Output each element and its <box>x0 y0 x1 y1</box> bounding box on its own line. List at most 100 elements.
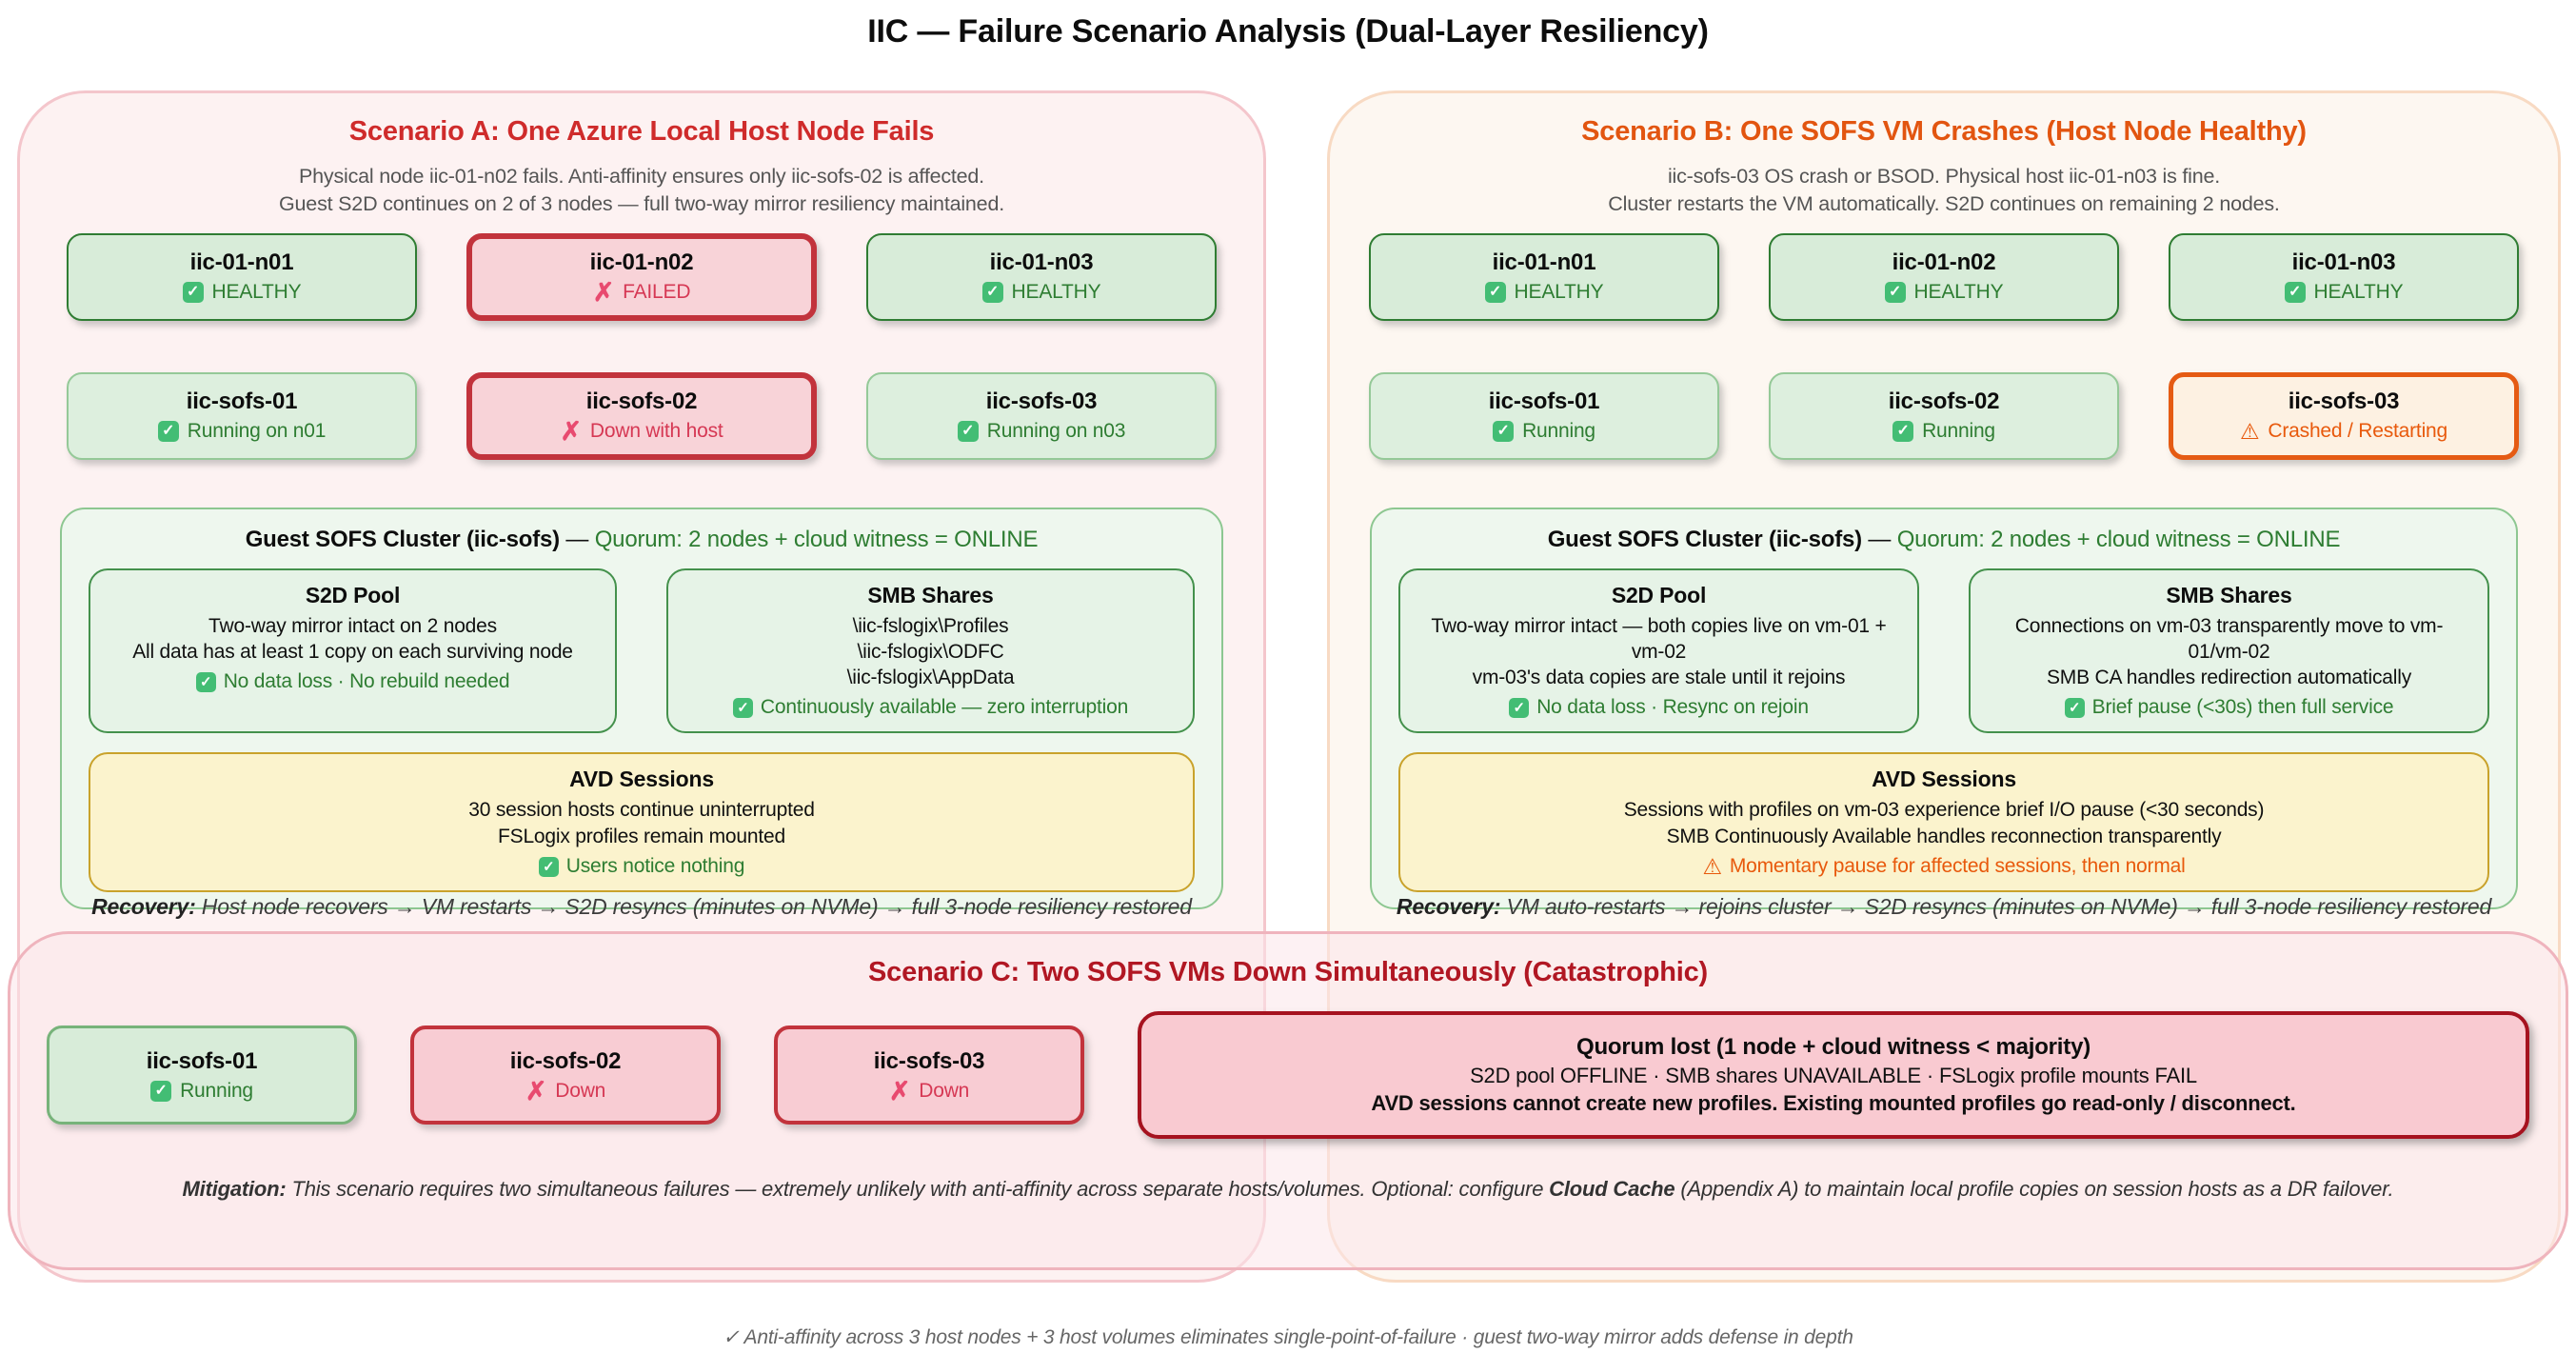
smb-status: ✓ Brief pause (<30s) then full service <box>1990 696 2468 719</box>
host-node-status: ✓ HEALTHY <box>182 281 302 304</box>
recovery-text: VM auto-restarts → rejoins cluster → S2D… <box>1506 894 2492 920</box>
s2d-status: ✓ No data loss · No rebuild needed <box>109 670 596 693</box>
status-text: Running <box>1922 420 1995 443</box>
check-icon: ✓ <box>157 421 179 443</box>
quorum-lost-title: Quorum lost (1 node + cloud witness < ma… <box>1575 1034 2091 1061</box>
scenario-a-container: Scenario A: One Azure Local Host Node Fa… <box>17 90 1266 1283</box>
check-icon: ✓ <box>732 697 753 718</box>
recovery-label: Recovery: <box>91 894 196 920</box>
status-text: FAILED <box>623 281 691 304</box>
check-icon: ✓ <box>182 282 204 304</box>
host-node-card-iic-01-n01: iic-01-n01 ✓ HEALTHY <box>1369 232 1719 321</box>
smb-status: ✓ Continuously available — zero interrup… <box>687 696 1174 719</box>
check-icon: ✓ <box>1509 697 1530 718</box>
warning-icon: ⚠ <box>1702 854 1722 880</box>
scenario-c-title: Scenario C: Two SOFS VMs Down Simultaneo… <box>868 957 1708 987</box>
s2d-line: vm-03's data copies are stale until it r… <box>1472 667 1846 689</box>
host-node-name: iic-01-n02 <box>1892 249 1996 276</box>
vm-status: ⚠ Crashed / Restarting <box>2240 420 2447 443</box>
sofs-vm-card-iic-sofs-02: iic-sofs-02 ✓ Running <box>1769 371 2119 460</box>
host-node-name: iic-01-n03 <box>989 249 1094 276</box>
scenario-c-mitigation: Mitigation: This scenario requires two s… <box>68 1177 2508 1202</box>
check-icon: ✓ <box>981 282 1003 304</box>
status-text: Crashed / Restarting <box>2268 420 2447 443</box>
avd-status: ✓ Users notice nothing <box>109 855 1174 878</box>
status-text: HEALTHY <box>2313 281 2404 304</box>
host-node-card-iic-01-n03: iic-01-n03 ✓ HEALTHY <box>866 232 1217 321</box>
sofs-vm-card-iic-sofs-02: iic-sofs-02 ✗ Down with host <box>466 371 817 460</box>
status-text: Running on n03 <box>986 420 1126 443</box>
recovery-label: Recovery: <box>1396 894 1501 920</box>
s2d-pool-title: S2D Pool <box>305 582 401 607</box>
smb-shares-box: SMB Shares Connections on vm-03 transpar… <box>1969 567 2489 734</box>
avd-line: SMB Continuously Available handles recon… <box>1666 825 2222 847</box>
s2d-line: Two-way mirror intact — both copies live… <box>1431 614 1887 663</box>
sofs-vm-card-iic-sofs-03: iic-sofs-03 ✗ Down <box>774 1025 1084 1125</box>
check-icon: ✓ <box>195 671 216 692</box>
check-icon: ✓ <box>1884 282 1906 304</box>
status-text: HEALTHY <box>1514 281 1604 304</box>
mitigation-label: Mitigation: <box>182 1177 287 1202</box>
status-text: Continuously available — zero interrupti… <box>760 696 1129 719</box>
scenario-a-desc-line1: Physical node iic-01-n02 fails. Anti-aff… <box>299 165 984 189</box>
cluster-title: Guest SOFS Cluster (iic-sofs) — Quorum: … <box>1398 527 2489 553</box>
scenario-a-description: Physical node iic-01-n02 fails. Anti-aff… <box>49 163 1235 217</box>
status-text: Down with host <box>589 420 723 443</box>
status-text: Momentary pause for affected sessions, t… <box>1729 855 2186 878</box>
scenario-b-recovery-line: Recovery: VM auto-restarts → rejoins clu… <box>1349 894 2539 920</box>
footer-note: ✓ Anti-affinity across 3 host nodes + 3 … <box>723 1326 1853 1348</box>
cluster-dash: — <box>559 526 595 552</box>
avd-status: ⚠ Momentary pause for affected sessions,… <box>1419 855 2468 878</box>
avd-sessions-title: AVD Sessions <box>1872 767 2016 792</box>
host-node-status: ✓ HEALTHY <box>1484 281 1604 304</box>
cluster-inner-row: S2D Pool Two-way mirror intact — both co… <box>1398 567 2489 734</box>
smb-shares-box: SMB Shares \iic-fslogix\Profiles \iic-fs… <box>666 567 1195 734</box>
vm-name: iic-sofs-01 <box>186 388 298 415</box>
s2d-pool-title: S2D Pool <box>1611 582 1707 607</box>
vm-status: ✓ Running on n01 <box>157 420 326 443</box>
s2d-line: All data has at least 1 copy on each sur… <box>132 640 573 663</box>
sofs-vm-card-iic-sofs-01: iic-sofs-01 ✓ Running on n01 <box>67 371 417 460</box>
status-text: Running <box>180 1079 253 1102</box>
status-text: HEALTHY <box>1011 281 1101 304</box>
host-node-status: ✓ HEALTHY <box>1884 281 2004 304</box>
host-node-name: iic-01-n01 <box>1492 249 1596 276</box>
s2d-pool-box: S2D Pool Two-way mirror intact — both co… <box>1398 567 1919 734</box>
recovery-text: Host node recovers → VM restarts → S2D r… <box>201 894 1192 920</box>
host-node-status: ✗ FAILED <box>593 280 691 306</box>
smb-shares-title: SMB Shares <box>867 582 994 607</box>
smb-share-path: \iic-fslogix\AppData <box>846 667 1015 689</box>
s2d-status: ✓ No data loss · Resync on rejoin <box>1419 696 1898 719</box>
vm-status: ✓ Running <box>1892 420 1995 443</box>
sofs-vm-card-iic-sofs-02: iic-sofs-02 ✗ Down <box>410 1025 721 1125</box>
vm-status: ✗ Down <box>525 1078 606 1104</box>
scenario-b-host-row: iic-01-n01 ✓ HEALTHY iic-01-n02 ✓ HEALTH… <box>1330 232 2558 321</box>
smb-shares-title: SMB Shares <box>2166 582 2292 607</box>
scenario-b-vm-row: iic-sofs-01 ✓ Running iic-sofs-02 ✓ Runn… <box>1330 371 2558 460</box>
scenario-c-row: iic-sofs-01 ✓ Running iic-sofs-02 ✗ Down… <box>47 1011 2529 1140</box>
scenario-b-guest-cluster-panel: Guest SOFS Cluster (iic-sofs) — Quorum: … <box>1370 507 2518 910</box>
cluster-title: Guest SOFS Cluster (iic-sofs) — Quorum: … <box>89 527 1195 553</box>
check-icon: ✓ <box>150 1080 172 1102</box>
host-node-card-iic-01-n02: iic-01-n02 ✗ FAILED <box>466 232 817 321</box>
vm-name: iic-sofs-03 <box>985 388 1098 415</box>
scenario-a-desc-line2: Guest S2D continues on 2 of 3 nodes — fu… <box>279 191 1004 215</box>
scenario-a-recovery-line: Recovery: Host node recovers → VM restar… <box>39 894 1244 920</box>
cluster-quorum-status: Quorum: 2 nodes + cloud witness = ONLINE <box>594 526 1039 552</box>
host-node-card-iic-01-n02: iic-01-n02 ✓ HEALTHY <box>1769 232 2119 321</box>
sofs-vm-card-iic-sofs-01: iic-sofs-01 ✓ Running <box>47 1025 357 1125</box>
cluster-name: Guest SOFS Cluster (iic-sofs) <box>245 526 560 552</box>
avd-line: Sessions with profiles on vm-03 experien… <box>1623 799 2265 822</box>
scenario-a-title: Scenario A: One Azure Local Host Node Fa… <box>348 116 935 147</box>
vm-name: iic-sofs-01 <box>1488 388 1600 415</box>
host-node-card-iic-01-n03: iic-01-n03 ✓ HEALTHY <box>2169 232 2519 321</box>
smb-line: Connections on vm-03 transparently move … <box>2014 614 2444 663</box>
host-node-name: iic-01-n01 <box>189 249 294 276</box>
scenario-b-title: Scenario B: One SOFS VM Crashes (Host No… <box>1581 116 2307 147</box>
cluster-inner-row: S2D Pool Two-way mirror intact on 2 node… <box>89 567 1195 734</box>
check-icon: ✓ <box>538 856 559 877</box>
vm-status: ✗ Down with host <box>560 419 723 445</box>
host-node-status: ✓ HEALTHY <box>2284 281 2404 304</box>
mitigation-text-2: (Appendix A) to maintain local profile c… <box>1674 1177 2394 1202</box>
